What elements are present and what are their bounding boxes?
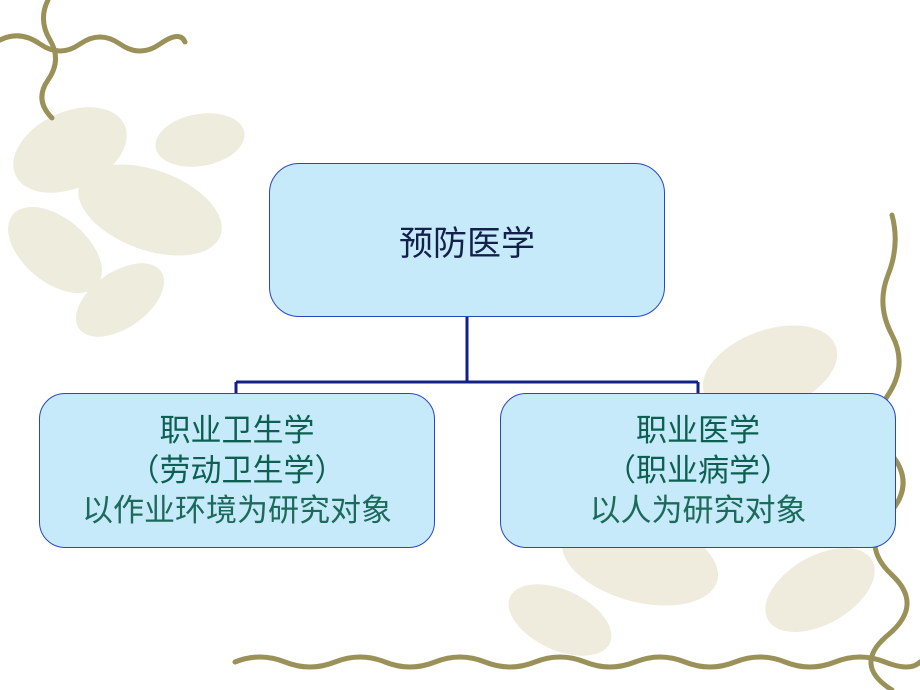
vine-border-top-left xyxy=(0,0,188,121)
root-node-label: 预防医学 xyxy=(399,223,535,264)
root-node-preventive-medicine: 预防医学 xyxy=(269,163,665,317)
child-node-left-line-1: 职业卫生学 xyxy=(159,412,315,449)
child-node-occupational-medicine: 职业医学 （职业病学） 以人为研究对象 xyxy=(500,393,896,548)
leaf-cluster-top-left xyxy=(8,107,245,337)
child-node-left-line-2: （劳动卫生学） xyxy=(128,452,346,489)
leaf-cluster-bottom-right xyxy=(508,325,875,656)
child-node-right-line-2: （职业病学） xyxy=(605,452,791,489)
child-node-right-line-3: 以人为研究对象 xyxy=(589,492,807,529)
child-node-left-line-3: 以作业环境为研究对象 xyxy=(82,492,392,529)
vine-border-bottom xyxy=(232,654,920,670)
child-node-occupational-health: 职业卫生学 （劳动卫生学） 以作业环境为研究对象 xyxy=(39,393,435,548)
child-node-right-line-1: 职业医学 xyxy=(636,412,760,449)
